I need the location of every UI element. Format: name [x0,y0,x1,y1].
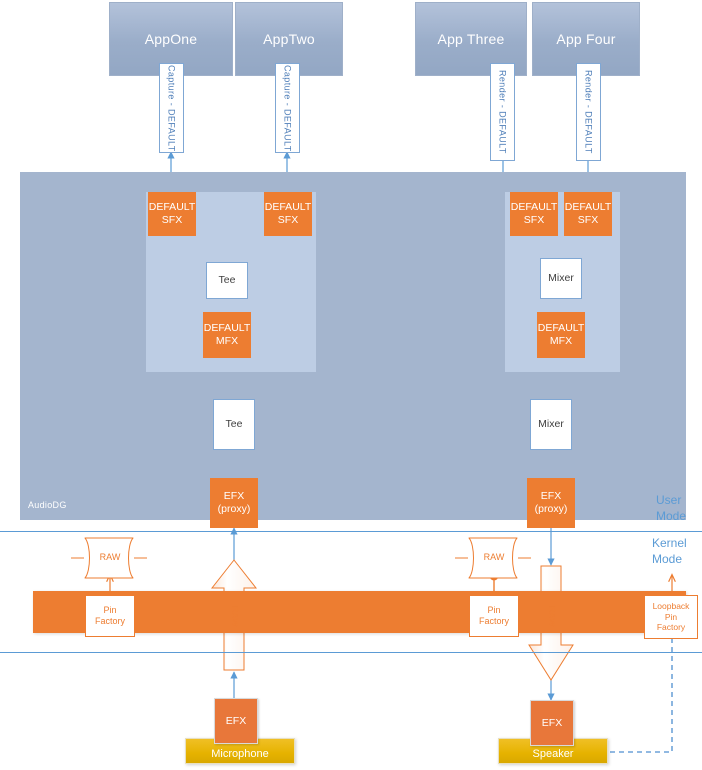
user-mode-label: User Mode [656,493,687,524]
device-label: Speaker [532,748,574,760]
user-kernel-divider [0,531,702,532]
app-label: AppOne [144,31,198,47]
kernel-mode-label: Kernel Mode [652,536,687,567]
capture-tee-inner[interactable]: Tee [206,262,248,299]
kernel-driver-bar [33,591,686,633]
loopback-pin-factory-label: Loopback Pin Factory [652,601,690,633]
node-label: EFX [541,716,563,729]
endpoint-render-appthree[interactable]: Render - DEFAULT [490,63,515,161]
endpoint-label: Capture - DEFAULT [166,64,177,152]
render-raw-pin[interactable]: RAW [455,536,531,579]
app-label: App Three [437,31,505,47]
node-label: Tee [225,418,243,431]
node-label: DEFAULT MFX [203,322,251,347]
audiodg-label: AudioDG [28,500,67,510]
app-box-appthree[interactable]: App Three [415,2,527,76]
endpoint-label: Render - DEFAULT [497,70,508,154]
render-mixer-outer[interactable]: Mixer [530,399,572,450]
capture-pin-factory[interactable]: Pin Factory [85,595,135,637]
endpoint-render-appfour[interactable]: Render - DEFAULT [576,63,601,161]
endpoint-capture-appone[interactable]: Capture - DEFAULT [159,63,184,153]
app-label: App Four [556,31,616,47]
loopback-pin-factory[interactable]: Loopback Pin Factory [644,595,698,639]
render-raw-stream-label: RAW [544,596,560,636]
raw-label: RAW [230,605,240,627]
node-label: Tee [218,274,236,287]
capture-efx-proxy[interactable]: EFX (proxy) [210,478,258,528]
node-label: EFX (proxy) [534,490,568,515]
app-label: AppTwo [263,31,315,47]
render-mixer-inner[interactable]: Mixer [540,258,582,299]
endpoint-capture-apptwo[interactable]: Capture - DEFAULT [275,63,300,153]
raw-label: RAW [547,605,557,627]
node-label: Mixer [548,272,574,285]
render-default-mfx[interactable]: DEFAULT MFX [537,312,585,358]
capture-default-sfx-left[interactable]: DEFAULT SFX [148,192,196,236]
capture-tee-outer[interactable]: Tee [213,399,255,450]
node-label: DEFAULT SFX [148,201,196,226]
pin-factory-label: Pin Factory [94,605,125,626]
render-efx-proxy[interactable]: EFX (proxy) [527,478,575,528]
node-label: DEFAULT MFX [537,322,585,347]
device-label: Microphone [211,748,269,760]
node-label: EFX [225,714,247,727]
pin-factory-label: Pin Factory [478,605,509,626]
node-label: Mixer [538,418,564,431]
raw-pin-label: RAW [99,552,121,562]
raw-pin-label: RAW [483,552,505,562]
node-label: EFX (proxy) [217,490,251,515]
capture-default-sfx-right[interactable]: DEFAULT SFX [264,192,312,236]
microphone-efx[interactable]: EFX [214,698,258,744]
endpoint-label: Capture - DEFAULT [282,64,293,152]
kernel-driver-divider [0,652,702,653]
capture-raw-stream-label: RAW [227,596,243,636]
render-default-sfx-left[interactable]: DEFAULT SFX [510,192,558,236]
capture-default-mfx[interactable]: DEFAULT MFX [203,312,251,358]
render-default-sfx-right[interactable]: DEFAULT SFX [564,192,612,236]
capture-raw-pin[interactable]: RAW [71,536,147,579]
render-pin-factory[interactable]: Pin Factory [469,595,519,637]
node-label: DEFAULT SFX [564,201,612,226]
speaker-efx[interactable]: EFX [530,700,574,746]
node-label: DEFAULT SFX [264,201,312,226]
node-label: DEFAULT SFX [510,201,558,226]
endpoint-label: Render - DEFAULT [583,70,594,154]
